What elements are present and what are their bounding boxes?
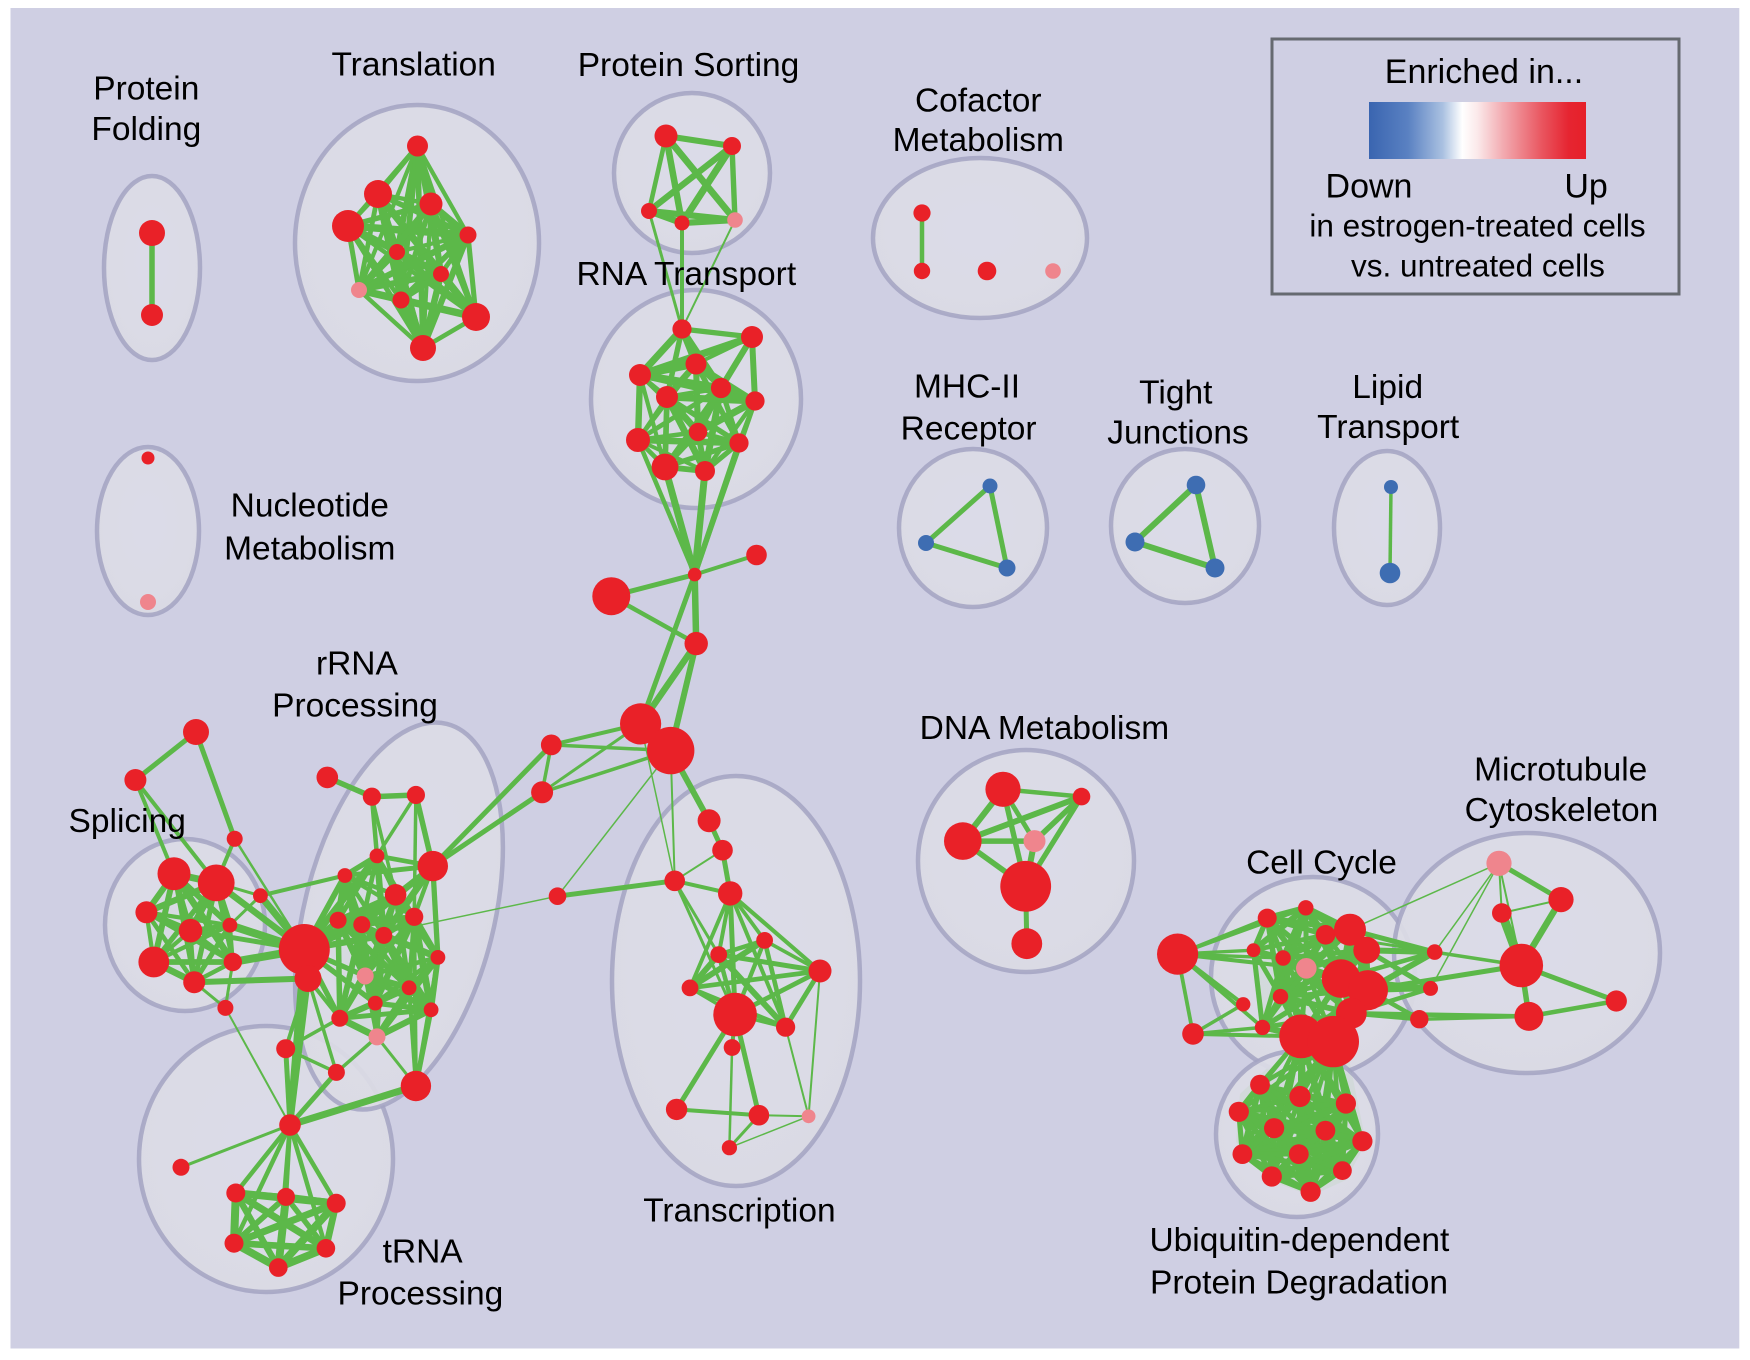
svg-text:Cytoskeleton: Cytoskeleton bbox=[1465, 792, 1659, 829]
svg-text:tRNA: tRNA bbox=[383, 1234, 464, 1271]
svg-text:Junctions: Junctions bbox=[1107, 414, 1249, 451]
svg-text:Transcription: Transcription bbox=[643, 1193, 835, 1230]
svg-text:Nucleotide: Nucleotide bbox=[231, 488, 389, 525]
svg-text:Processing: Processing bbox=[338, 1275, 504, 1312]
svg-text:Down: Down bbox=[1326, 167, 1413, 205]
svg-text:Enriched in...: Enriched in... bbox=[1385, 53, 1583, 91]
svg-text:vs. untreated cells: vs. untreated cells bbox=[1351, 248, 1605, 284]
svg-text:Cell Cycle: Cell Cycle bbox=[1246, 845, 1397, 882]
svg-text:Protein: Protein bbox=[93, 70, 199, 107]
svg-text:Processing: Processing bbox=[272, 688, 438, 725]
svg-text:MHC-II: MHC-II bbox=[914, 369, 1020, 406]
svg-text:DNA Metabolism: DNA Metabolism bbox=[920, 710, 1169, 747]
svg-text:Translation: Translation bbox=[331, 46, 495, 83]
svg-text:Protein Sorting: Protein Sorting bbox=[578, 47, 800, 84]
svg-text:Folding: Folding bbox=[91, 111, 201, 148]
svg-text:Lipid: Lipid bbox=[1352, 369, 1423, 406]
svg-text:Transport: Transport bbox=[1317, 409, 1460, 446]
svg-text:RNA Transport: RNA Transport bbox=[576, 256, 796, 293]
svg-text:Cofactor: Cofactor bbox=[915, 83, 1042, 120]
svg-text:Microtubule: Microtubule bbox=[1474, 752, 1647, 789]
svg-text:Metabolism: Metabolism bbox=[224, 530, 395, 567]
svg-text:Receptor: Receptor bbox=[901, 411, 1037, 448]
svg-text:in estrogen-treated cells: in estrogen-treated cells bbox=[1309, 207, 1645, 243]
svg-text:rRNA: rRNA bbox=[316, 646, 399, 683]
svg-text:Up: Up bbox=[1564, 167, 1607, 205]
svg-text:Protein Degradation: Protein Degradation bbox=[1150, 1264, 1448, 1301]
svg-text:Tight: Tight bbox=[1139, 374, 1213, 411]
svg-text:Ubiquitin-dependent: Ubiquitin-dependent bbox=[1149, 1222, 1450, 1259]
svg-text:Metabolism: Metabolism bbox=[893, 122, 1064, 159]
svg-text:Splicing: Splicing bbox=[69, 803, 186, 840]
